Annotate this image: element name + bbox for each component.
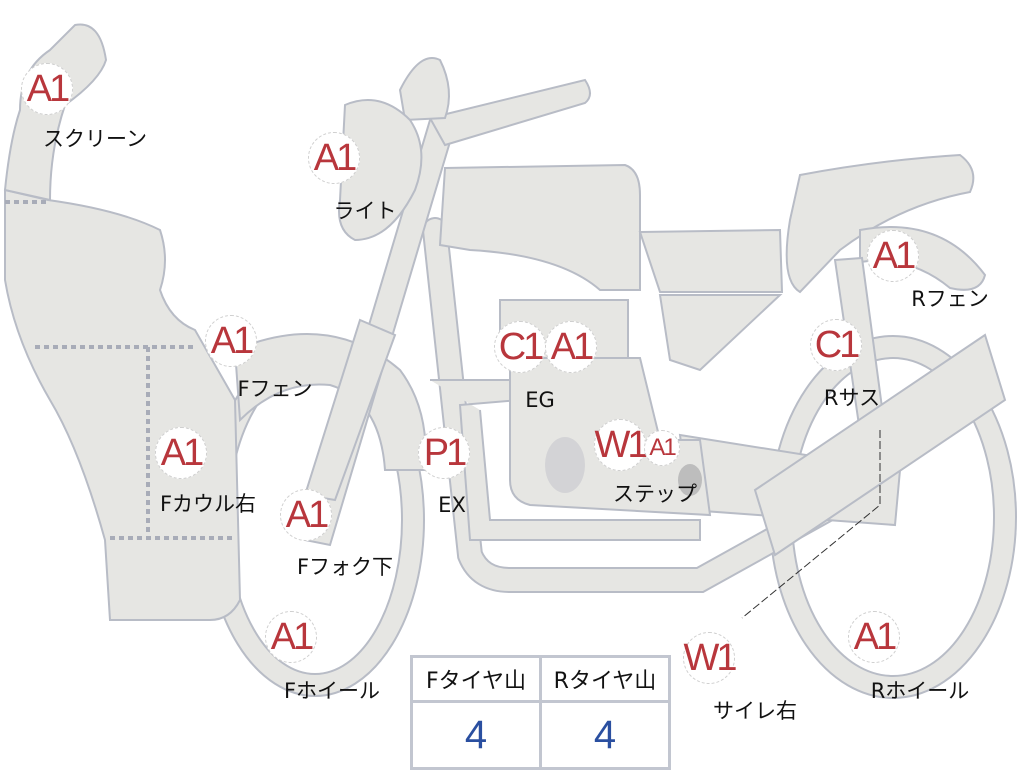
label-light: ライト <box>333 199 397 223</box>
label-rear-fender: Rフェン <box>911 287 989 311</box>
marker-front-wheel: A1 <box>265 611 317 663</box>
marker-front-fork-lower: A1 <box>280 489 332 541</box>
label-screen: スクリーン <box>43 127 147 151</box>
label-front-fender: Fフェン <box>237 377 313 401</box>
marker-engine-a1: A1 <box>545 321 597 373</box>
marker-rear-suspension: C1 <box>810 319 862 371</box>
marker-muffler-right: W1 <box>683 632 738 684</box>
marker-step-w1: W1 <box>594 419 649 471</box>
value-front-tire: 4 <box>410 700 542 770</box>
front-cowl <box>4 188 242 621</box>
leader-line <box>741 430 881 619</box>
label-engine: EG <box>525 388 555 412</box>
marker-front-cowl-right: A1 <box>155 427 207 479</box>
handlebar <box>428 78 591 147</box>
marker-screen: A1 <box>21 63 73 115</box>
marker-engine-c1: C1 <box>494 321 546 373</box>
header-rear-tire: Rタイヤ山 <box>539 655 671 703</box>
label-front-wheel: Fホイール <box>283 679 381 703</box>
marker-step-a1: A1 <box>644 430 680 466</box>
headlight <box>338 99 423 242</box>
label-rear-wheel: Rホイール <box>870 679 970 703</box>
marker-rear-wheel: A1 <box>848 611 900 663</box>
label-rear-suspension: Rサス <box>823 386 881 410</box>
tire-tread-table: Fタイヤ山 Rタイヤ山 4 4 <box>410 655 671 770</box>
side-cover <box>638 228 784 293</box>
label-muffler-right: サイレ右 <box>713 699 797 723</box>
marker-exhaust: P1 <box>418 427 470 479</box>
label-front-cowl-right: Fカウル右 <box>159 492 257 516</box>
label-front-fork-lower: Fフォク下 <box>296 555 394 579</box>
value-rear-tire: 4 <box>539 700 671 770</box>
marker-light: A1 <box>308 132 360 184</box>
seat <box>785 153 975 294</box>
fuel-tank <box>438 163 641 291</box>
label-step: ステップ <box>613 482 697 506</box>
label-exhaust: EX <box>438 493 466 517</box>
header-front-tire: Fタイヤ山 <box>410 655 542 703</box>
marker-rear-fender: A1 <box>867 230 919 282</box>
marker-front-fender: A1 <box>205 315 257 367</box>
mirror <box>398 57 450 122</box>
